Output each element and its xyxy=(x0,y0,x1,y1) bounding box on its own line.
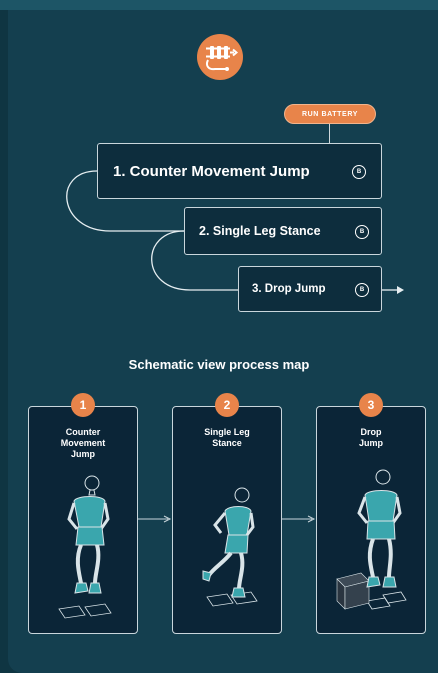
run-connector xyxy=(329,124,330,143)
step-number-badge: 3 xyxy=(359,393,383,417)
step-label: 1. Counter Movement Jump xyxy=(113,162,310,180)
step-counter-movement-jump[interactable]: 1. Counter Movement Jump B xyxy=(97,143,382,199)
card-name: Single Leg Stance xyxy=(204,427,250,448)
card-counter-movement-jump[interactable]: Counter Movement Jump xyxy=(28,406,138,634)
single-leg-stance-figure xyxy=(202,487,258,607)
card-drop-jump[interactable]: Drop Jump xyxy=(316,406,426,634)
step-single-leg-stance[interactable]: 2. Single Leg Stance B xyxy=(184,207,382,255)
step-label: 3. Drop Jump xyxy=(252,283,326,295)
step-badge: B xyxy=(352,165,366,179)
run-battery-button[interactable]: RUN BATTERY xyxy=(284,104,376,124)
counter-movement-jump-figure xyxy=(58,475,112,619)
card-name: Drop Jump xyxy=(358,427,383,448)
battery-loop-icon xyxy=(197,34,243,80)
step-label: 2. Single Leg Stance xyxy=(199,224,321,238)
step-drop-jump[interactable]: 3. Drop Jump B xyxy=(238,266,382,312)
step-badge: B xyxy=(355,225,369,239)
schematic-title: Schematic view process map xyxy=(128,357,310,372)
card-single-leg-stance[interactable]: Single Leg Stance xyxy=(172,406,282,634)
drop-jump-figure xyxy=(336,469,407,610)
card-name: Counter Movement Jump xyxy=(60,427,106,459)
step-badge: B xyxy=(355,283,369,297)
top-strip xyxy=(0,0,438,10)
step-number-badge: 1 xyxy=(71,393,95,417)
step-number-badge: 2 xyxy=(215,393,239,417)
